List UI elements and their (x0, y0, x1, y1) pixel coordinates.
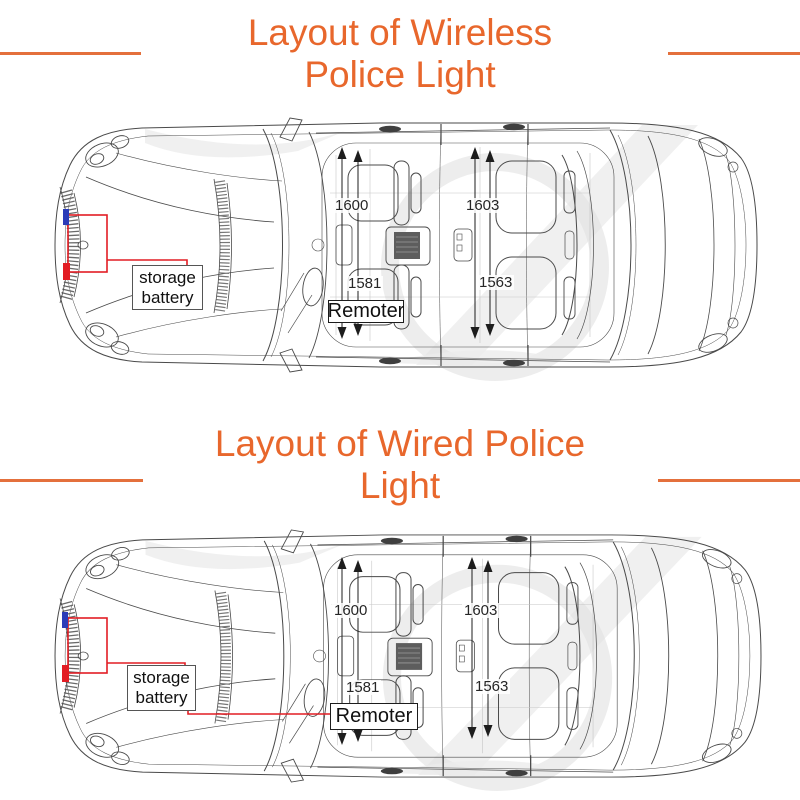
seat-code-rear-top: 1603 (462, 602, 500, 619)
red-police-light (63, 263, 70, 280)
seat-code-rear-bottom: 1563 (473, 678, 511, 695)
divider-line-top-left (0, 52, 141, 55)
annotation-overlay (62, 557, 493, 745)
wireless-section-title: Layout of Wireless Police Light (0, 12, 800, 96)
seat-code-rear-bottom: 1563 (477, 274, 515, 291)
seat-code-rear-top: 1603 (464, 197, 502, 214)
seat-code-front-top: 1600 (332, 602, 370, 619)
wired-layout-diagram: storage battery Remoter 1600 1603 1581 1… (50, 527, 764, 785)
red-police-light (62, 665, 69, 682)
seat-code-front-bottom: 1581 (344, 679, 382, 696)
position-leader-lines (337, 557, 493, 745)
position-leader-lines (337, 147, 495, 339)
battery-and-remoter-wiring-lines (67, 617, 330, 715)
wired-title-line1: Layout of Wired Police (214, 423, 586, 464)
annotation-overlay (63, 147, 495, 339)
divider-line-mid-left (0, 479, 143, 482)
storage-battery-label: storage battery (127, 665, 196, 711)
wired-section-title: Layout of Wired Police Light (0, 423, 800, 507)
wireless-layout-diagram: storage battery Remoter 1600 1603 1581 1… (50, 115, 760, 375)
storage-battery-label: storage battery (132, 265, 203, 310)
battery-wiring-lines (67, 214, 188, 273)
seat-code-front-bottom: 1581 (346, 275, 384, 292)
remoter-label: Remoter (327, 300, 405, 323)
wireless-title-line1: Layout of Wireless (247, 12, 553, 53)
blue-police-light (63, 209, 69, 225)
wireless-title-line2: Police Light (304, 53, 496, 95)
blue-police-light (62, 612, 68, 628)
seat-code-front-top: 1600 (333, 197, 371, 214)
remoter-label: Remoter (330, 703, 418, 730)
wired-title-line2: Light (359, 464, 441, 506)
divider-line-mid-right (658, 479, 800, 482)
divider-line-top-right (668, 52, 800, 55)
